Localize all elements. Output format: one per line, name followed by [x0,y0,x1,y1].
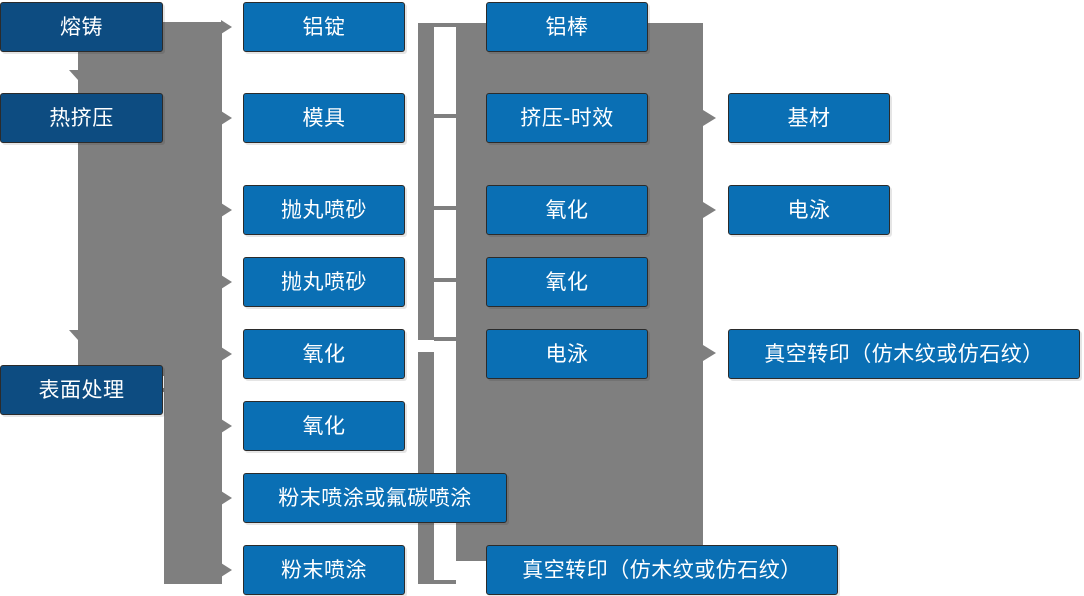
arrow-down-to-hot-extrude [69,70,87,80]
connector-input-bar [418,23,434,340]
arrow-to-output-electrophoresis [703,202,716,218]
arrow-to-input-7 [221,491,232,505]
process-box-electrophoresis[interactable]: 电泳 [486,329,648,379]
input-box-shot-blasting-1[interactable]: 抛丸喷砂 [243,185,405,235]
stage-box-surface-treatment[interactable]: 表面处理 [0,365,163,415]
output-box-substrate[interactable]: 基材 [728,93,890,143]
process-label-electrophoresis: 电泳 [545,342,589,366]
connector-surface-to-trunk [160,388,190,392]
input-box-oxidation-1[interactable]: 氧化 [243,329,405,379]
process-label-extrude-aging: 挤压-时效 [520,106,614,130]
output-box-vacuum-transfer[interactable]: 真空转印（仿木纹或仿石纹） [728,329,1080,379]
connector-stub-1 [434,23,456,27]
input-box-shot-blasting-2[interactable]: 抛丸喷砂 [243,257,405,307]
arrow-to-input-5 [221,347,232,361]
input-label-aluminum-ingot: 铝锭 [302,15,346,39]
stage-label-hot-extrude: 热挤压 [49,106,114,130]
output-label-electrophoresis: 电泳 [787,198,831,222]
output-label-substrate: 基材 [787,106,831,130]
input-box-mould[interactable]: 模具 [243,93,405,143]
output-box-electrophoresis[interactable]: 电泳 [728,185,890,235]
process-box-aluminum-bar[interactable]: 铝棒 [486,2,648,52]
process-label-vacuum-transfer: 真空转印（仿木纹或仿石纹） [522,558,802,582]
input-label-shot-blasting-1: 抛丸喷砂 [281,198,367,222]
input-label-mould: 模具 [302,106,346,130]
input-label-oxidation-2: 氧化 [302,414,346,438]
input-box-powder-or-pvdf[interactable]: 粉末喷涂或氟碳喷涂 [243,473,507,523]
connector-stub-6 [434,580,456,584]
arrow-to-input-3 [221,203,232,217]
process-label-oxidation-1: 氧化 [545,198,589,222]
output-label-vacuum-transfer: 真空转印（仿木纹或仿石纹） [764,342,1044,366]
connector-stub-3 [434,206,456,210]
process-box-oxidation-2[interactable]: 氧化 [486,257,648,307]
stage-label-melt-cast: 熔铸 [60,15,103,39]
process-label-aluminum-bar: 铝棒 [545,15,589,39]
arrow-to-output-vacuum-transfer [703,345,716,361]
arrow-to-output-substrate [703,110,716,126]
input-label-powder-coating: 粉末喷涂 [281,558,367,582]
arrow-to-input-2 [221,111,232,125]
connector-stage-trunk [78,22,176,376]
stage-box-hot-extrude[interactable]: 热挤压 [0,93,163,143]
stage-box-melt-cast[interactable]: 熔铸 [0,2,163,52]
arrow-to-input-1 [221,20,232,34]
arrow-to-input-4 [221,275,232,289]
connector-input-bar-lower [418,352,434,584]
connector-stub-4 [434,278,456,282]
stage-label-surface-treatment: 表面处理 [38,378,125,402]
arrow-to-input-6 [221,419,232,433]
process-box-extrude-aging[interactable]: 挤压-时效 [486,93,648,143]
connector-stage-spine [176,22,222,584]
input-label-shot-blasting-2: 抛丸喷砂 [281,270,367,294]
input-box-powder-coating[interactable]: 粉末喷涂 [243,545,405,595]
input-label-oxidation-1: 氧化 [302,342,346,366]
arrow-down-to-surface [69,330,87,340]
input-box-oxidation-2[interactable]: 氧化 [243,401,405,451]
arrow-to-input-8 [221,563,232,577]
process-label-oxidation-2: 氧化 [545,270,589,294]
input-label-powder-or-pvdf: 粉末喷涂或氟碳喷涂 [278,486,472,510]
connector-stub-2 [434,114,456,118]
input-box-aluminum-ingot[interactable]: 铝锭 [243,2,405,52]
process-box-oxidation-1[interactable]: 氧化 [486,185,648,235]
connector-stub-5 [434,337,456,341]
process-box-vacuum-transfer[interactable]: 真空转印（仿木纹或仿石纹） [486,545,838,595]
